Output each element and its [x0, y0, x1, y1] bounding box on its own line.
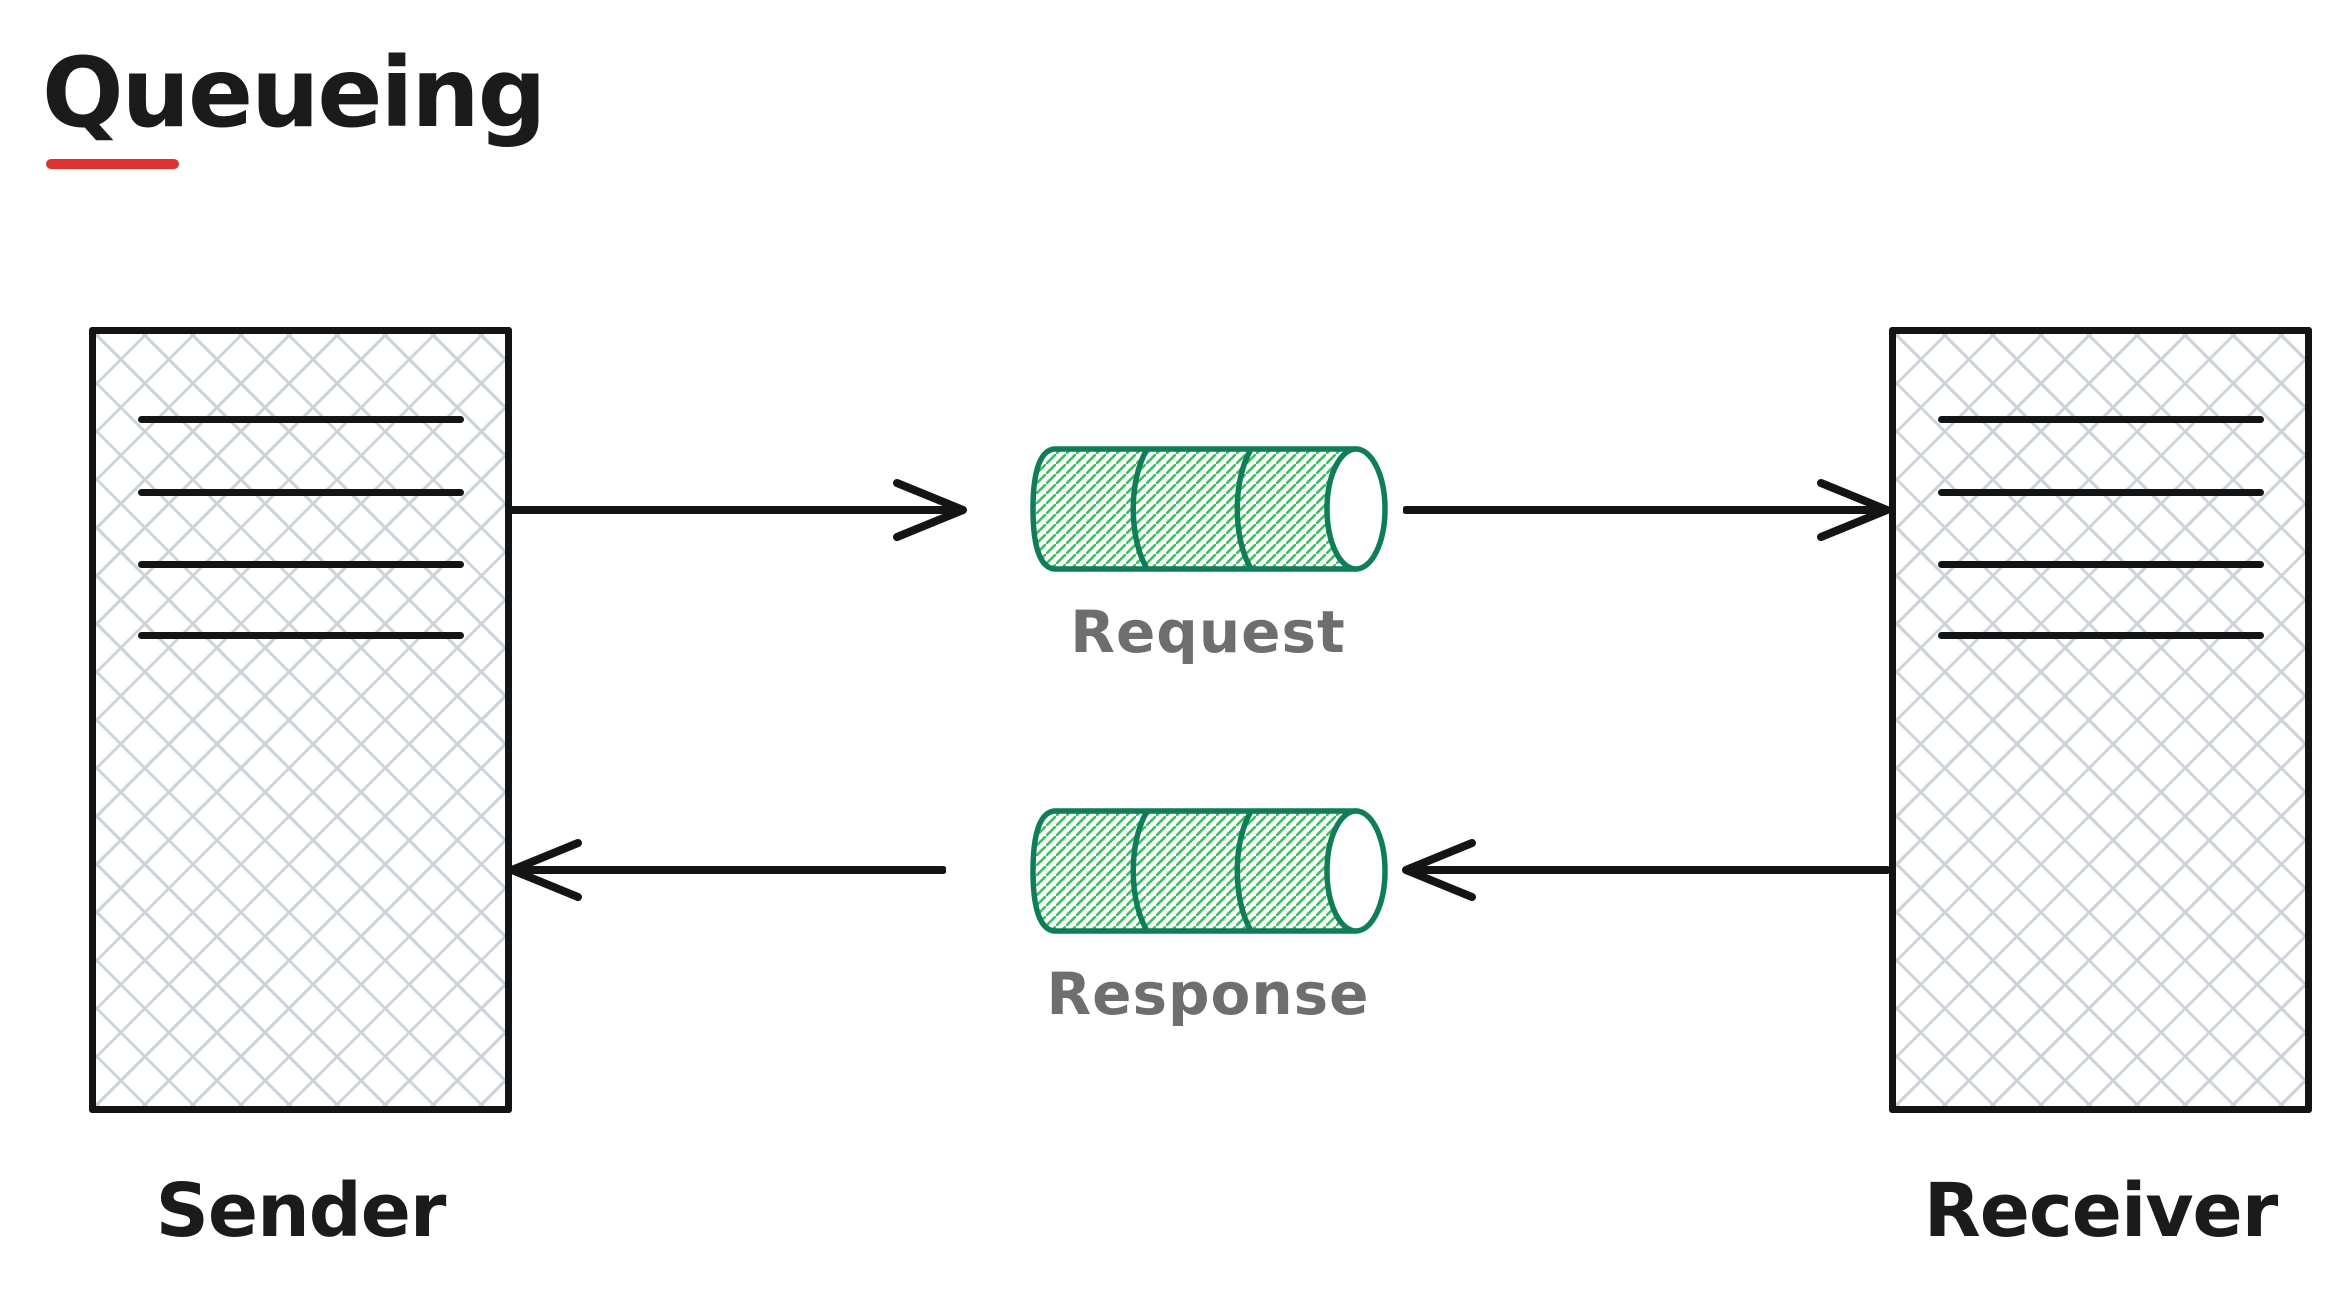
- request-queue-label: Request: [1070, 598, 1346, 666]
- arrow-request-queue-to-receiver-icon: [1403, 475, 1891, 545]
- text-line: [138, 561, 464, 568]
- response-queue-cylinder-icon: [1030, 808, 1388, 934]
- receiver-node: [1889, 327, 2312, 1113]
- text-line: [138, 632, 464, 639]
- arrow-response-queue-to-sender-icon: [508, 835, 946, 905]
- title-underline: [46, 159, 179, 169]
- text-line: [1938, 489, 2264, 496]
- text-line: [138, 489, 464, 496]
- text-line: [1938, 632, 2264, 639]
- text-line: [1938, 416, 2264, 423]
- arrow-sender-to-request-queue-icon: [510, 475, 968, 545]
- response-queue-label: Response: [1046, 960, 1370, 1028]
- sender-label: Sender: [155, 1168, 447, 1254]
- receiver-label: Receiver: [1923, 1168, 2279, 1254]
- text-line: [138, 416, 464, 423]
- request-queue-cylinder-icon: [1030, 446, 1388, 572]
- sender-node: [89, 327, 512, 1113]
- text-line: [1938, 561, 2264, 568]
- diagram-title: Queueing: [42, 37, 546, 149]
- arrow-receiver-to-response-queue-icon: [1402, 835, 1890, 905]
